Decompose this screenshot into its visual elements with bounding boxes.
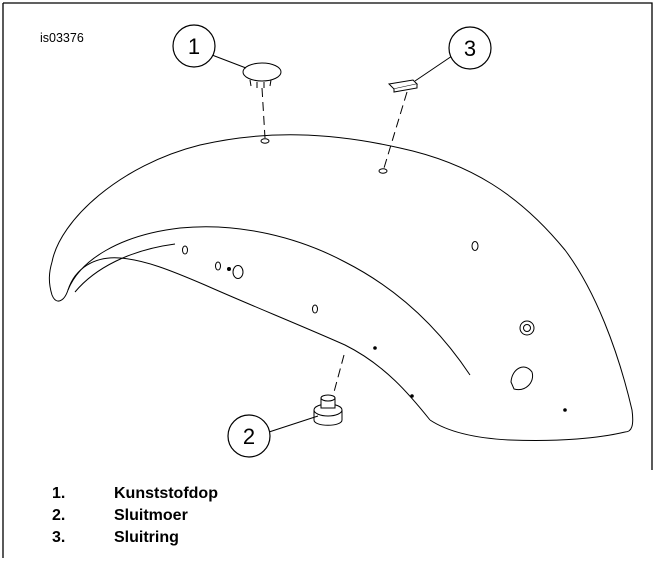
assembly-line-2: [333, 354, 345, 393]
leader-1: [211, 54, 247, 69]
cap-legs: [249, 79, 272, 88]
fender-holes: [182, 138, 567, 412]
legend-item: 2. Sluitmoer: [52, 505, 218, 527]
callout-number: 1: [188, 34, 200, 59]
callout-leaders: [211, 54, 453, 433]
hole-side-a: [182, 245, 188, 255]
fender-bottom-edge: [429, 419, 626, 442]
leader-3: [414, 55, 453, 82]
grommet-outer: [519, 320, 535, 336]
callout-1: 1: [172, 24, 216, 68]
callout-number: 3: [464, 36, 476, 61]
callout-number: 2: [243, 424, 255, 449]
plastic-cap-part: [242, 62, 282, 88]
leader-2: [268, 415, 319, 433]
dot-a: [373, 346, 377, 350]
callout-circle: [172, 24, 216, 68]
hole-side-d: [312, 304, 318, 314]
callout-2: 2: [227, 414, 271, 458]
fender-illustration: [48, 134, 634, 442]
legend-number: 3.: [52, 529, 66, 546]
hole-side-dot: [227, 267, 231, 271]
legend-label: Sluitmoer: [114, 507, 188, 524]
callout-3: 3: [448, 26, 492, 70]
callout-circle: [227, 414, 271, 458]
legend-label: Kunststofdop: [114, 485, 218, 502]
fender-ridge: [74, 243, 176, 293]
hole-side-e: [471, 241, 479, 251]
legend-item: 1. Kunststofdop: [52, 483, 218, 505]
hole-side-c: [232, 265, 244, 279]
callout-circle: [448, 26, 492, 70]
hole-side-b: [215, 261, 221, 271]
ring-side: [393, 84, 418, 93]
figure-id: is03376: [40, 31, 84, 45]
hole-top-1: [260, 138, 270, 144]
legend-item: 3. Sluitring: [52, 527, 218, 549]
legend-number: 2.: [52, 507, 66, 524]
legend-label: Sluitring: [114, 529, 179, 546]
hole-top-3: [378, 168, 388, 174]
fender-outer-edge: [51, 134, 634, 433]
large-hole: [510, 366, 534, 391]
retaining-ring-part: [387, 79, 419, 93]
assembly-line-1: [261, 87, 266, 139]
cap-body: [242, 62, 282, 82]
nut-part: [313, 394, 343, 426]
fender-side-boundary: [67, 226, 471, 376]
dot-c: [563, 408, 567, 412]
figure-border: [2, 2, 653, 558]
dot-b: [410, 394, 414, 398]
parts-legend: 1. Kunststofdop 2. Sluitmoer 3. Sluitrin…: [52, 483, 218, 549]
nut-top: [320, 394, 336, 402]
legend-number: 1.: [52, 485, 66, 502]
assembly-line-3: [383, 91, 408, 169]
assembly-lines: [261, 87, 408, 393]
fender-inner-edge: [48, 257, 431, 421]
grommet-inner: [523, 324, 531, 332]
